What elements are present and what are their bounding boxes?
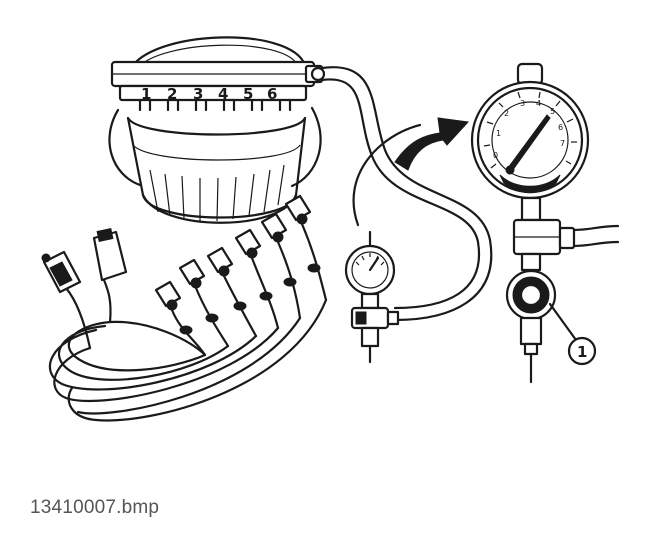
fuel-hose [320,66,493,322]
direction-arrow [352,117,470,227]
gauge-scale-5: 5 [550,107,555,116]
gauge-scale-0: 0 [493,151,498,160]
rail-label-1: 1 [141,85,151,103]
callout-label: 1 [577,343,587,361]
gauge-scale-3: 3 [520,99,525,108]
gauge-scale-7: 7 [560,139,565,148]
connector-plugs [41,228,128,294]
figure-caption: 13410007.bmp [30,497,160,518]
callout-1: 1 [548,302,597,366]
rail-label-3: 3 [193,85,203,103]
distributor-rail: 1 2 3 4 5 6 [110,60,326,112]
rail-label-6: 6 [267,85,277,103]
rail-label-2: 2 [167,85,177,103]
injector-adapter-leads [48,194,328,422]
gauge-scale-1: 1 [496,129,501,138]
small-pressure-gauge [344,230,400,364]
rail-label-4: 4 [218,85,228,103]
rail-label-5: 5 [243,85,253,103]
gauge-scale-2: 2 [504,109,509,118]
gauge-scale-6: 6 [558,123,563,132]
large-pressure-gauge: 0 1 2 3 4 5 6 7 [470,62,620,384]
gauge-scale-4: 4 [536,99,541,108]
